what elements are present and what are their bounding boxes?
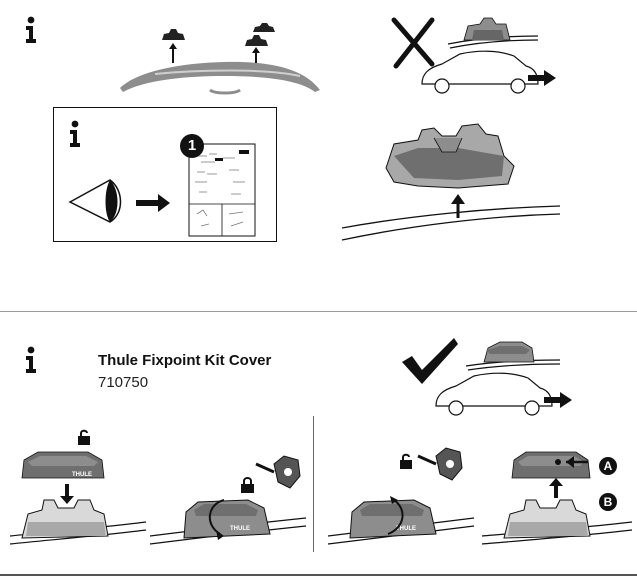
eye-icon xyxy=(68,179,122,223)
checkmark-icon xyxy=(402,338,458,384)
cover-lifted: THULE xyxy=(21,451,105,479)
info-icon xyxy=(26,346,36,373)
info-icon xyxy=(26,16,36,43)
step-marker-b: B xyxy=(599,493,617,511)
foot-uncovered xyxy=(9,499,147,545)
kit-number: 710750 xyxy=(98,374,149,391)
step-number-badge: 1 xyxy=(180,134,204,158)
unlock-icon xyxy=(78,429,90,445)
car-icon xyxy=(421,50,539,94)
cover-brand-label: THULE xyxy=(230,526,250,532)
cover-locking: THULE xyxy=(149,499,307,545)
roof-illustration xyxy=(120,23,320,95)
arrow-down-icon xyxy=(60,484,74,504)
foot-on-roof xyxy=(463,17,511,41)
info-icon xyxy=(70,120,80,147)
key-icon xyxy=(417,447,463,481)
cross-icon xyxy=(391,17,435,69)
cover-removed xyxy=(511,451,591,479)
foot-right xyxy=(245,23,275,63)
arrow-right-icon xyxy=(528,70,556,86)
step-marker-a: A xyxy=(599,457,617,475)
foot-mounting-illustration xyxy=(341,123,561,241)
covered-foot-on-roof xyxy=(465,341,561,371)
foot-uncovered xyxy=(481,499,633,545)
arrow-right-icon xyxy=(136,194,170,212)
cover-unlocking: THULE xyxy=(327,496,475,545)
column-divider xyxy=(313,416,314,552)
unlock-icon xyxy=(400,453,412,469)
no-transport-illustration xyxy=(391,17,539,69)
key-icon xyxy=(255,455,301,489)
arrow-right-icon xyxy=(544,392,572,408)
cover-brand-label: THULE xyxy=(396,526,416,532)
arrow-up-icon xyxy=(549,478,563,498)
instruction-panel xyxy=(53,107,277,242)
kit-title: Thule Fixpoint Kit Cover xyxy=(98,352,272,369)
car-icon xyxy=(435,372,553,416)
section-divider xyxy=(0,311,637,312)
lock-icon xyxy=(241,477,254,493)
foot-left xyxy=(162,29,185,63)
manual-page xyxy=(188,143,256,237)
rotate-arrow-icon xyxy=(387,499,404,535)
page-bottom-rule xyxy=(0,574,637,576)
cover-brand-label: THULE xyxy=(72,472,92,478)
